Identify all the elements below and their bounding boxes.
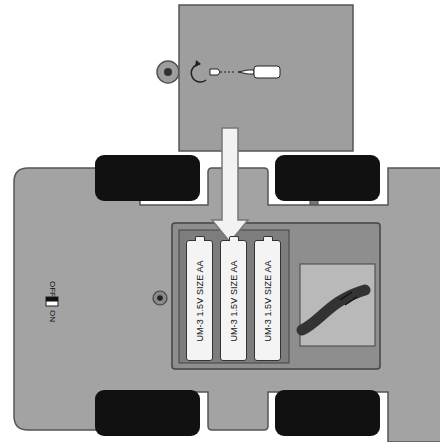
wheel — [95, 390, 200, 436]
cover-tab — [157, 61, 179, 83]
switch — [46, 297, 58, 306]
switch-slider — [46, 297, 58, 302]
screw-hole — [153, 291, 167, 305]
screw — [210, 69, 220, 75]
battery-label: UM-3 1.5V SIZE AA — [195, 260, 205, 341]
insert-arrow — [212, 128, 248, 242]
battery-compartment — [172, 223, 380, 369]
battery-terminal — [263, 236, 273, 241]
wire — [302, 290, 365, 330]
screw-path — [220, 72, 236, 73]
battery-label: UM-3 1.5V SIZE AA — [229, 260, 239, 341]
switch-label: OFF — [48, 281, 57, 297]
wheel — [95, 155, 200, 201]
battery-terminal — [195, 236, 205, 241]
wire-mark — [340, 292, 357, 305]
screwdriver-handle — [254, 66, 280, 78]
cover-tab-hole — [164, 68, 172, 76]
battery: UM-3 1.5V SIZE AA — [186, 240, 213, 361]
battery: UM-3 1.5V SIZE AA — [220, 240, 247, 361]
wheel — [275, 390, 380, 436]
turn-arrow — [191, 64, 206, 82]
battery-bay — [179, 230, 289, 363]
battery-cover — [179, 5, 353, 151]
wheel — [275, 155, 380, 201]
wire-window — [300, 264, 375, 346]
turn-arrow-head — [195, 60, 201, 67]
screw-hole-center — [157, 295, 163, 301]
screwdriver-tip — [238, 70, 254, 74]
switch-label: ON — [48, 310, 57, 322]
battery-terminal — [229, 236, 239, 241]
battery: UM-3 1.5V SIZE AA — [254, 240, 281, 361]
battery-label: UM-3 1.5V SIZE AA — [263, 260, 273, 341]
